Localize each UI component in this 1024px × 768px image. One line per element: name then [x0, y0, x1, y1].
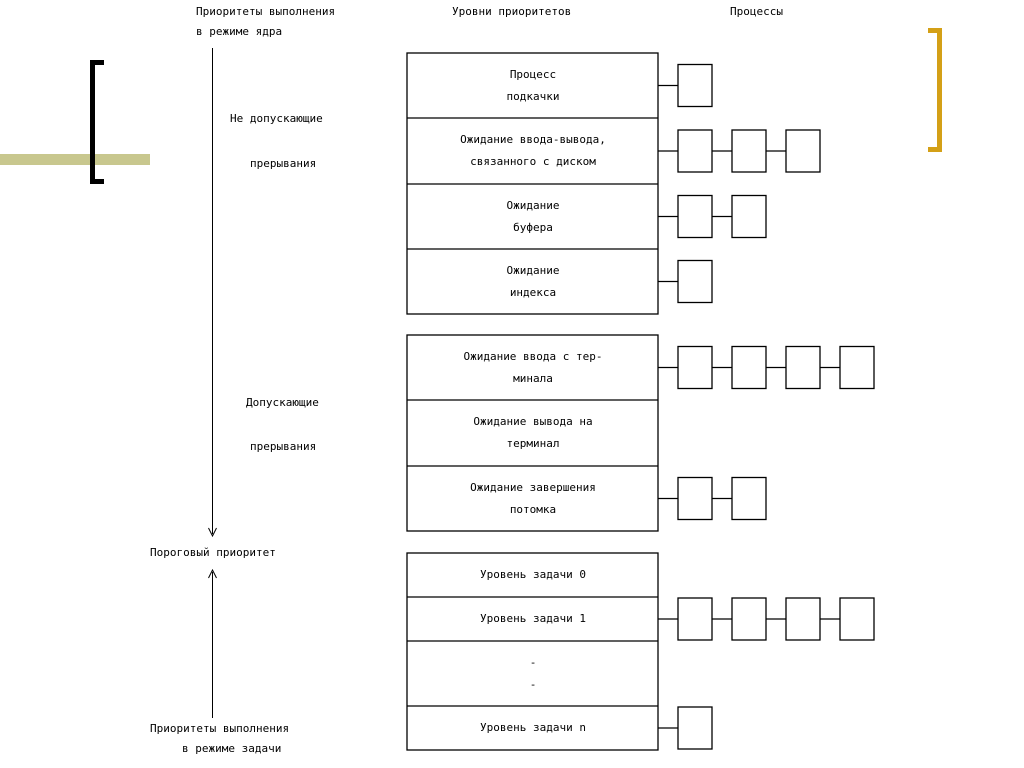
process-box [785, 345, 821, 390]
process-box [731, 597, 767, 641]
priority-level-label: Ожидание индекса [506, 263, 560, 299]
user-mode-priorities-label: Приоритеты выполнения [150, 722, 290, 735]
group-interruptible: Допускающие [246, 396, 319, 409]
header-kernel-priorities: Приоритеты выполнения [196, 5, 336, 18]
process-box [677, 63, 713, 108]
left-bracket-decoration [90, 60, 104, 184]
priority-level-label: Ожидание ввода с тер- минала [463, 349, 603, 385]
priority-level-label: - - [529, 655, 537, 691]
process-box [731, 345, 767, 390]
level-group-box [406, 552, 659, 751]
level-group-box [406, 334, 659, 532]
priority-level-label: Процесс подкачки [506, 67, 560, 103]
process-box [677, 129, 713, 173]
priority-level-label: Уровень задачи n [480, 721, 586, 734]
decorative-olive-bar [0, 154, 150, 165]
process-box [839, 597, 875, 641]
process-box [677, 706, 713, 750]
threshold-priority-label: Пороговый приоритет [150, 546, 276, 559]
process-box [731, 476, 767, 521]
right-bracket-decoration [928, 28, 942, 152]
process-box [677, 194, 713, 239]
process-box [839, 345, 875, 390]
process-box [677, 345, 713, 390]
process-box [785, 597, 821, 641]
priority-level-label: Уровень задачи 0 [480, 568, 586, 581]
group-non-interruptible-line2: прерывания [250, 157, 317, 170]
process-box [731, 129, 767, 173]
user-priority-arrowhead [208, 568, 217, 579]
priority-level-label: Ожидание завершения потомка [470, 480, 596, 516]
process-box [677, 597, 713, 641]
process-box [677, 476, 713, 521]
header-processes: Процессы [730, 5, 783, 18]
process-box [785, 129, 821, 173]
header-priority-levels: Уровни приоритетов [452, 5, 572, 18]
group-non-interruptible: Не допускающие [230, 112, 323, 125]
priority-level-label: Уровень задачи 1 [480, 612, 586, 625]
process-box [677, 259, 713, 304]
kernel-priority-arrowhead [208, 527, 217, 538]
priority-level-label: Ожидание ввода-вывода, связанного с диск… [460, 133, 606, 168]
process-box [731, 194, 767, 239]
header-kernel-priorities-line2: в режиме ядра [196, 25, 283, 38]
priority-level-label: Ожидание буфера [506, 198, 560, 234]
group-interruptible-line2: прерывания [250, 440, 317, 453]
priority-level-label: Ожидание вывода на терминал [473, 415, 593, 450]
user-mode-priorities-label-line2: в режиме задачи [182, 742, 282, 755]
